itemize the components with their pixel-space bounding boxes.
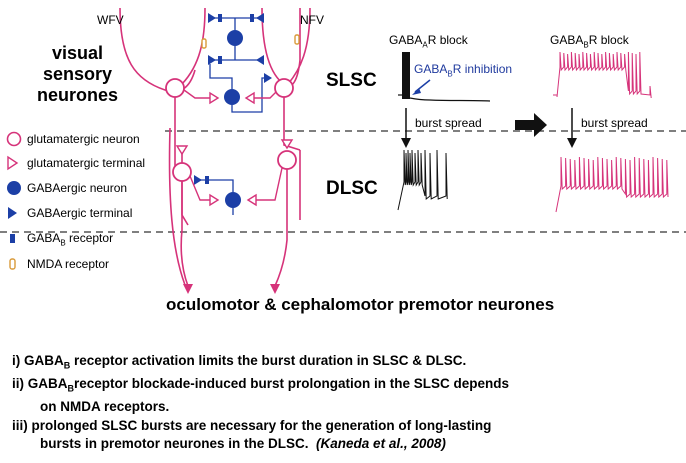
dlsc-glut-neuron-left	[172, 162, 192, 182]
gaba-terminal-3	[208, 55, 216, 65]
gabaergic-terminal-icon	[8, 207, 17, 219]
wfv-fiber	[119, 7, 196, 93]
trace-gabab-slsc	[553, 51, 652, 99]
gabab-block-title: GABABR block	[550, 33, 629, 50]
slsc-label: SLSC	[326, 70, 377, 91]
glut-terminal-3	[175, 145, 189, 156]
gabab-receptor-icon	[10, 234, 15, 243]
gabab-inhibition-label: GABABR inhibition	[414, 62, 513, 79]
visual-sensory-line-2: sensory	[42, 64, 113, 84]
gabaa-block-title: GABAAR block	[389, 33, 468, 50]
slsc-gaba-neuron-mid	[224, 89, 240, 105]
conclusion-notes: i) GABAB receptor activation limits the …	[12, 352, 672, 454]
nmda-receptor-wfv	[201, 38, 207, 49]
glut-terminal-1	[209, 91, 220, 105]
note-ii: ii) GABABreceptor blockade-induced burst…	[12, 376, 510, 394]
burst-spread-arrow-right	[567, 138, 577, 148]
dlsc-gaba-neuron	[225, 192, 241, 208]
dlsc-label: DLSC	[326, 178, 378, 199]
gabab-receptor-3	[218, 56, 222, 64]
legend-gabaergic-terminal: GABAergic terminal	[27, 206, 133, 220]
wfv-label: WFV	[97, 13, 124, 27]
glutamatergic-terminal-icon	[7, 155, 19, 171]
reference: (Kaneda et al., 2008)	[316, 436, 446, 452]
nmda-receptor-nfv	[294, 34, 300, 45]
trace-gabab-slsc-path	[556, 51, 652, 99]
gaba-terminal-2	[256, 13, 264, 23]
gabab-receptor-1	[218, 14, 222, 22]
output-arrow-left	[183, 284, 193, 294]
gaba-terminal-1	[208, 13, 216, 23]
trace-gabaa-dlsc-path	[397, 149, 448, 211]
legend-gabaergic-neuron: GABAergic neuron	[27, 181, 128, 195]
gaba-terminal-5	[264, 73, 272, 83]
glut-terminal-2	[244, 91, 255, 105]
nmda-receptor-icon	[9, 258, 16, 270]
legend-glutamatergic-neuron: glutamatergic neuron	[27, 132, 140, 146]
burst-spread-label-left: burst spread	[415, 116, 482, 130]
gabab-receptor-4	[205, 176, 209, 184]
visual-sensory-title: visual sensory neurones	[20, 43, 135, 106]
burst-spread-arrow-left	[401, 138, 411, 148]
visual-sensory-line-3: neurones	[36, 85, 119, 105]
output-arrow-right	[270, 284, 280, 294]
slsc-gaba-neuron-top	[227, 30, 243, 46]
gabaergic-neuron-icon	[7, 181, 21, 195]
glutamatergic-neuron-icon	[6, 131, 22, 147]
gaba-terminal-4	[256, 55, 264, 65]
note-iii-cont: bursts in premotor neurones in the DLSC.…	[40, 436, 446, 452]
dlsc-glut-neuron-right	[277, 150, 297, 170]
note-i: i) GABAB receptor activation limits the …	[12, 353, 467, 371]
legend-nmda-receptor: NMDA receptor	[27, 257, 110, 271]
note-ii-cont: on NMDA receptors.	[40, 399, 170, 415]
trace-gabab-dlsc-path	[555, 156, 669, 213]
note-iii: iii) prolonged SLSC bursts are necessary…	[12, 417, 492, 433]
nfv-label: NFV	[300, 13, 324, 27]
visual-sensory-line-1: visual	[51, 43, 104, 63]
slsc-glut-neuron-right	[274, 78, 294, 98]
slsc-glut-neuron-left	[165, 78, 185, 98]
trace-gabab-dlsc	[555, 156, 669, 213]
legend-glutamatergic-terminal: glutamatergic terminal	[27, 156, 146, 170]
trace-gabaa-dlsc	[397, 149, 448, 211]
gaba-terminal-6	[194, 175, 202, 185]
premotor-label: oculomotor & cephalomotor premotor neuro…	[166, 295, 555, 314]
trace-gabaa-slsc	[398, 52, 491, 102]
glut-terminal-4	[280, 139, 294, 150]
legend-gabab-receptor: GABAB receptor	[27, 231, 114, 248]
glut-terminal-5	[209, 193, 220, 207]
glut-terminal-6	[246, 193, 257, 207]
burst-spread-label-right: burst spread	[581, 116, 648, 130]
gabab-receptor-2	[250, 14, 254, 22]
comparison-arrow	[515, 113, 547, 137]
